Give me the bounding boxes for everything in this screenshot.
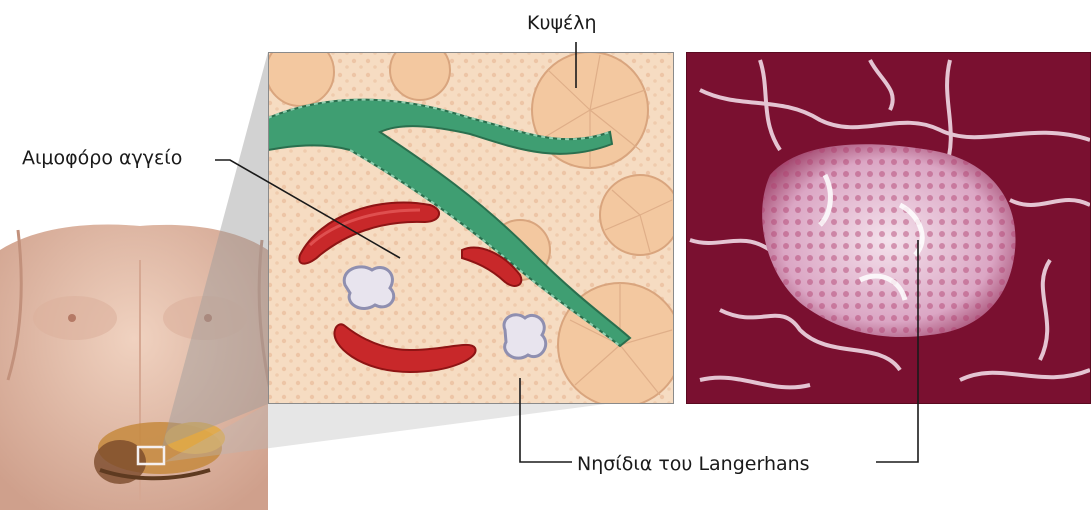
label-islets: Νησίδια του Langerhans <box>577 455 810 474</box>
label-alveolus: Κυψέλη <box>527 14 597 33</box>
drawn-tissue-section <box>266 38 682 407</box>
micrograph <box>686 52 1091 404</box>
label-blood-vessel: Αιμοφόρο αγγείο <box>22 149 182 168</box>
